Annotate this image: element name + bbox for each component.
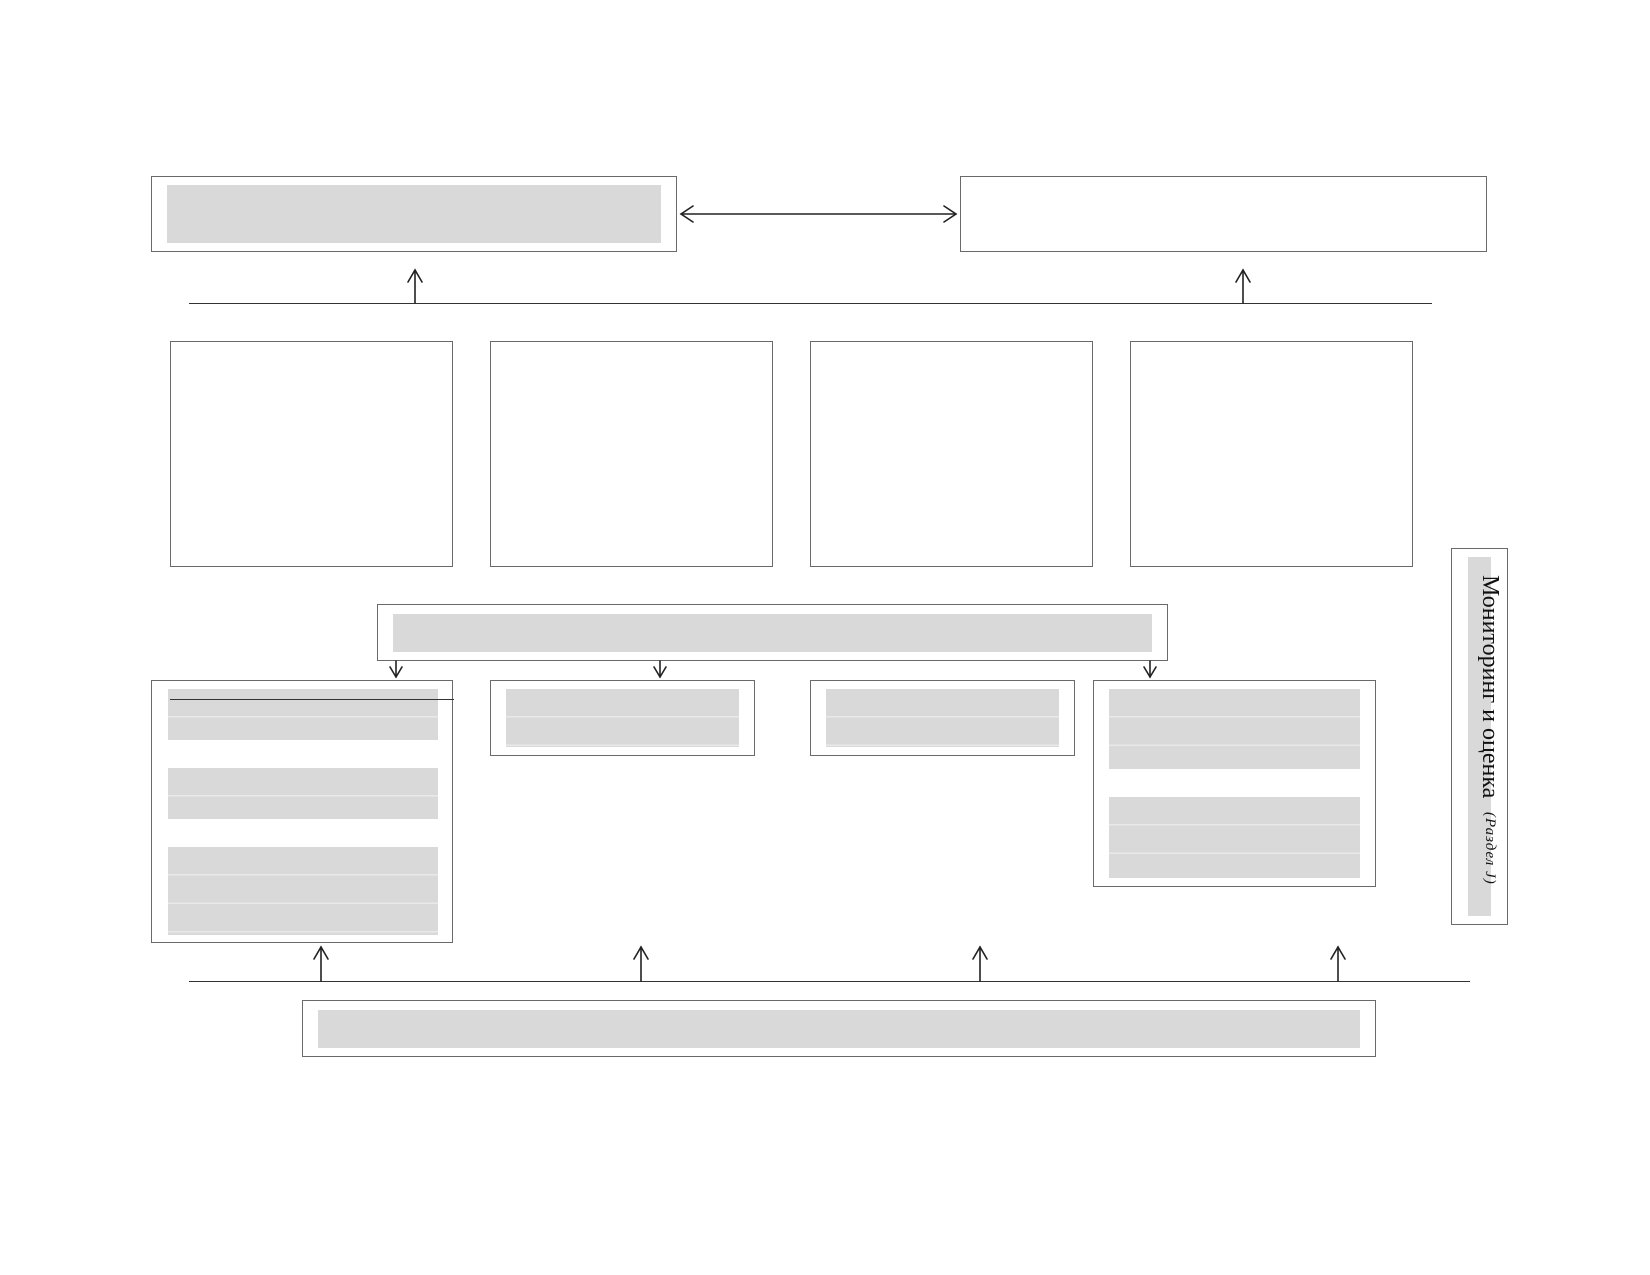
lower-box-1-placeholder-c: [168, 847, 438, 935]
center-bar-placeholder: [393, 614, 1152, 652]
side-panel-title: Мониторинг и оценка: [1477, 575, 1503, 799]
lower-box-3-placeholder: [826, 689, 1059, 747]
upper-connector-line: [189, 303, 1432, 304]
side-panel-subtitle: (Раздел J): [1482, 812, 1498, 886]
top-right-box: [960, 176, 1487, 252]
lower-box-2-placeholder: [506, 689, 739, 747]
lower-box-3: [810, 680, 1075, 756]
up-arrow-top-left: [407, 268, 423, 304]
bidirectional-arrow: [679, 205, 958, 223]
lower-box-4-placeholder-a: [1109, 689, 1360, 769]
up-arrow-lower-1: [313, 945, 329, 982]
side-panel-placeholder: [1468, 557, 1491, 916]
down-arrow-1: [389, 660, 403, 679]
lower-box-1-placeholder-a: [168, 689, 438, 740]
top-left-box: [151, 176, 677, 252]
middle-box-4: [1130, 341, 1413, 567]
side-panel-box: [1451, 548, 1508, 925]
up-arrow-lower-3: [972, 945, 988, 982]
lower-box-1: [151, 680, 454, 943]
middle-box-1: [170, 341, 453, 567]
lower-box-2: [490, 680, 755, 756]
down-arrow-2: [653, 660, 667, 679]
lower-box-4-placeholder-b: [1109, 797, 1360, 878]
lower-box-1-top-rule: [170, 699, 454, 700]
middle-box-2: [490, 341, 773, 567]
lower-connector-line: [189, 981, 1470, 982]
bottom-bar-placeholder: [318, 1010, 1360, 1048]
middle-box-3: [810, 341, 1093, 567]
top-left-placeholder: [167, 185, 661, 243]
center-bar-box: [377, 604, 1168, 661]
side-panel-label: Мониторинг и оценка (Раздел J): [1475, 575, 1505, 910]
lower-box-4: [1093, 680, 1376, 887]
lower-box-1-placeholder-b: [168, 768, 438, 819]
down-arrow-3: [1143, 660, 1157, 679]
up-arrow-top-right: [1235, 268, 1251, 304]
bottom-bar-box: [302, 1000, 1376, 1057]
up-arrow-lower-4: [1330, 945, 1346, 982]
up-arrow-lower-2: [633, 945, 649, 982]
